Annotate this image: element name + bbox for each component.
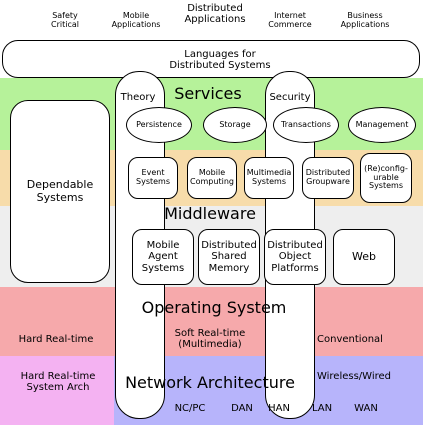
storage-node: Storage [203,107,267,143]
theory-label: Theory [120,92,156,103]
network-han-label: HAN [268,403,290,414]
transactions-node: Transactions [273,107,339,143]
safety-critical-label: Safety Critical [51,11,79,29]
network-ncpc-label: NC/PC [174,403,206,414]
wireless-wired-label: Wireless/Wired [316,371,392,382]
mobile-applications-label: Mobile Applications [111,11,161,29]
distributed-shared-memory-node: Distributed Shared Memory [198,229,260,285]
soft-realtime-label: Soft Real-time (Multimedia) [174,328,246,351]
distributed-groupware-node: Distributed Groupware [302,157,354,199]
multimedia-systems-node: Multimedia Systems [244,157,294,199]
mobile-agent-systems-node: Mobile Agent Systems [132,229,194,285]
languages-label: Languages for Distributed Systems [169,49,271,72]
management-node: Management [348,107,416,143]
network-architecture-title: Network Architecture [125,373,295,392]
middleware-title: Middleware [164,204,256,223]
conventional-label: Conventional [317,334,383,345]
distributed-object-platforms-node: Distributed Object Platforms [264,229,326,285]
hard-realtime-label: Hard Real-time [18,334,94,345]
operating-system-band [0,287,423,356]
languages-bar [2,40,420,78]
business-applications-label: Business Applications [340,11,390,29]
network-lan-label: LAN [311,403,333,414]
security-label: Security [269,92,311,103]
network-dan-label: DAN [231,403,253,414]
services-title: Services [174,84,242,103]
event-systems-node: Event Systems [128,157,178,199]
mobile-computing-node: Mobile Computing [187,157,237,199]
distributed-applications-label: Distributed Applications [184,3,246,26]
network-band-left [0,356,114,425]
internet-commerce-label: Internet Commerce [268,11,312,29]
hard-realtime-arch-label: Hard Real-time System Arch [20,371,96,394]
dependable-systems-box: Dependable Systems [10,100,110,283]
persistence-node: Persistence [126,107,192,143]
network-wan-label: WAN [354,403,378,414]
web-node: Web [333,229,395,285]
reconfigurable-systems-node: (Re)config- urable Systems [360,153,412,203]
operating-system-title: Operating System [141,298,287,317]
